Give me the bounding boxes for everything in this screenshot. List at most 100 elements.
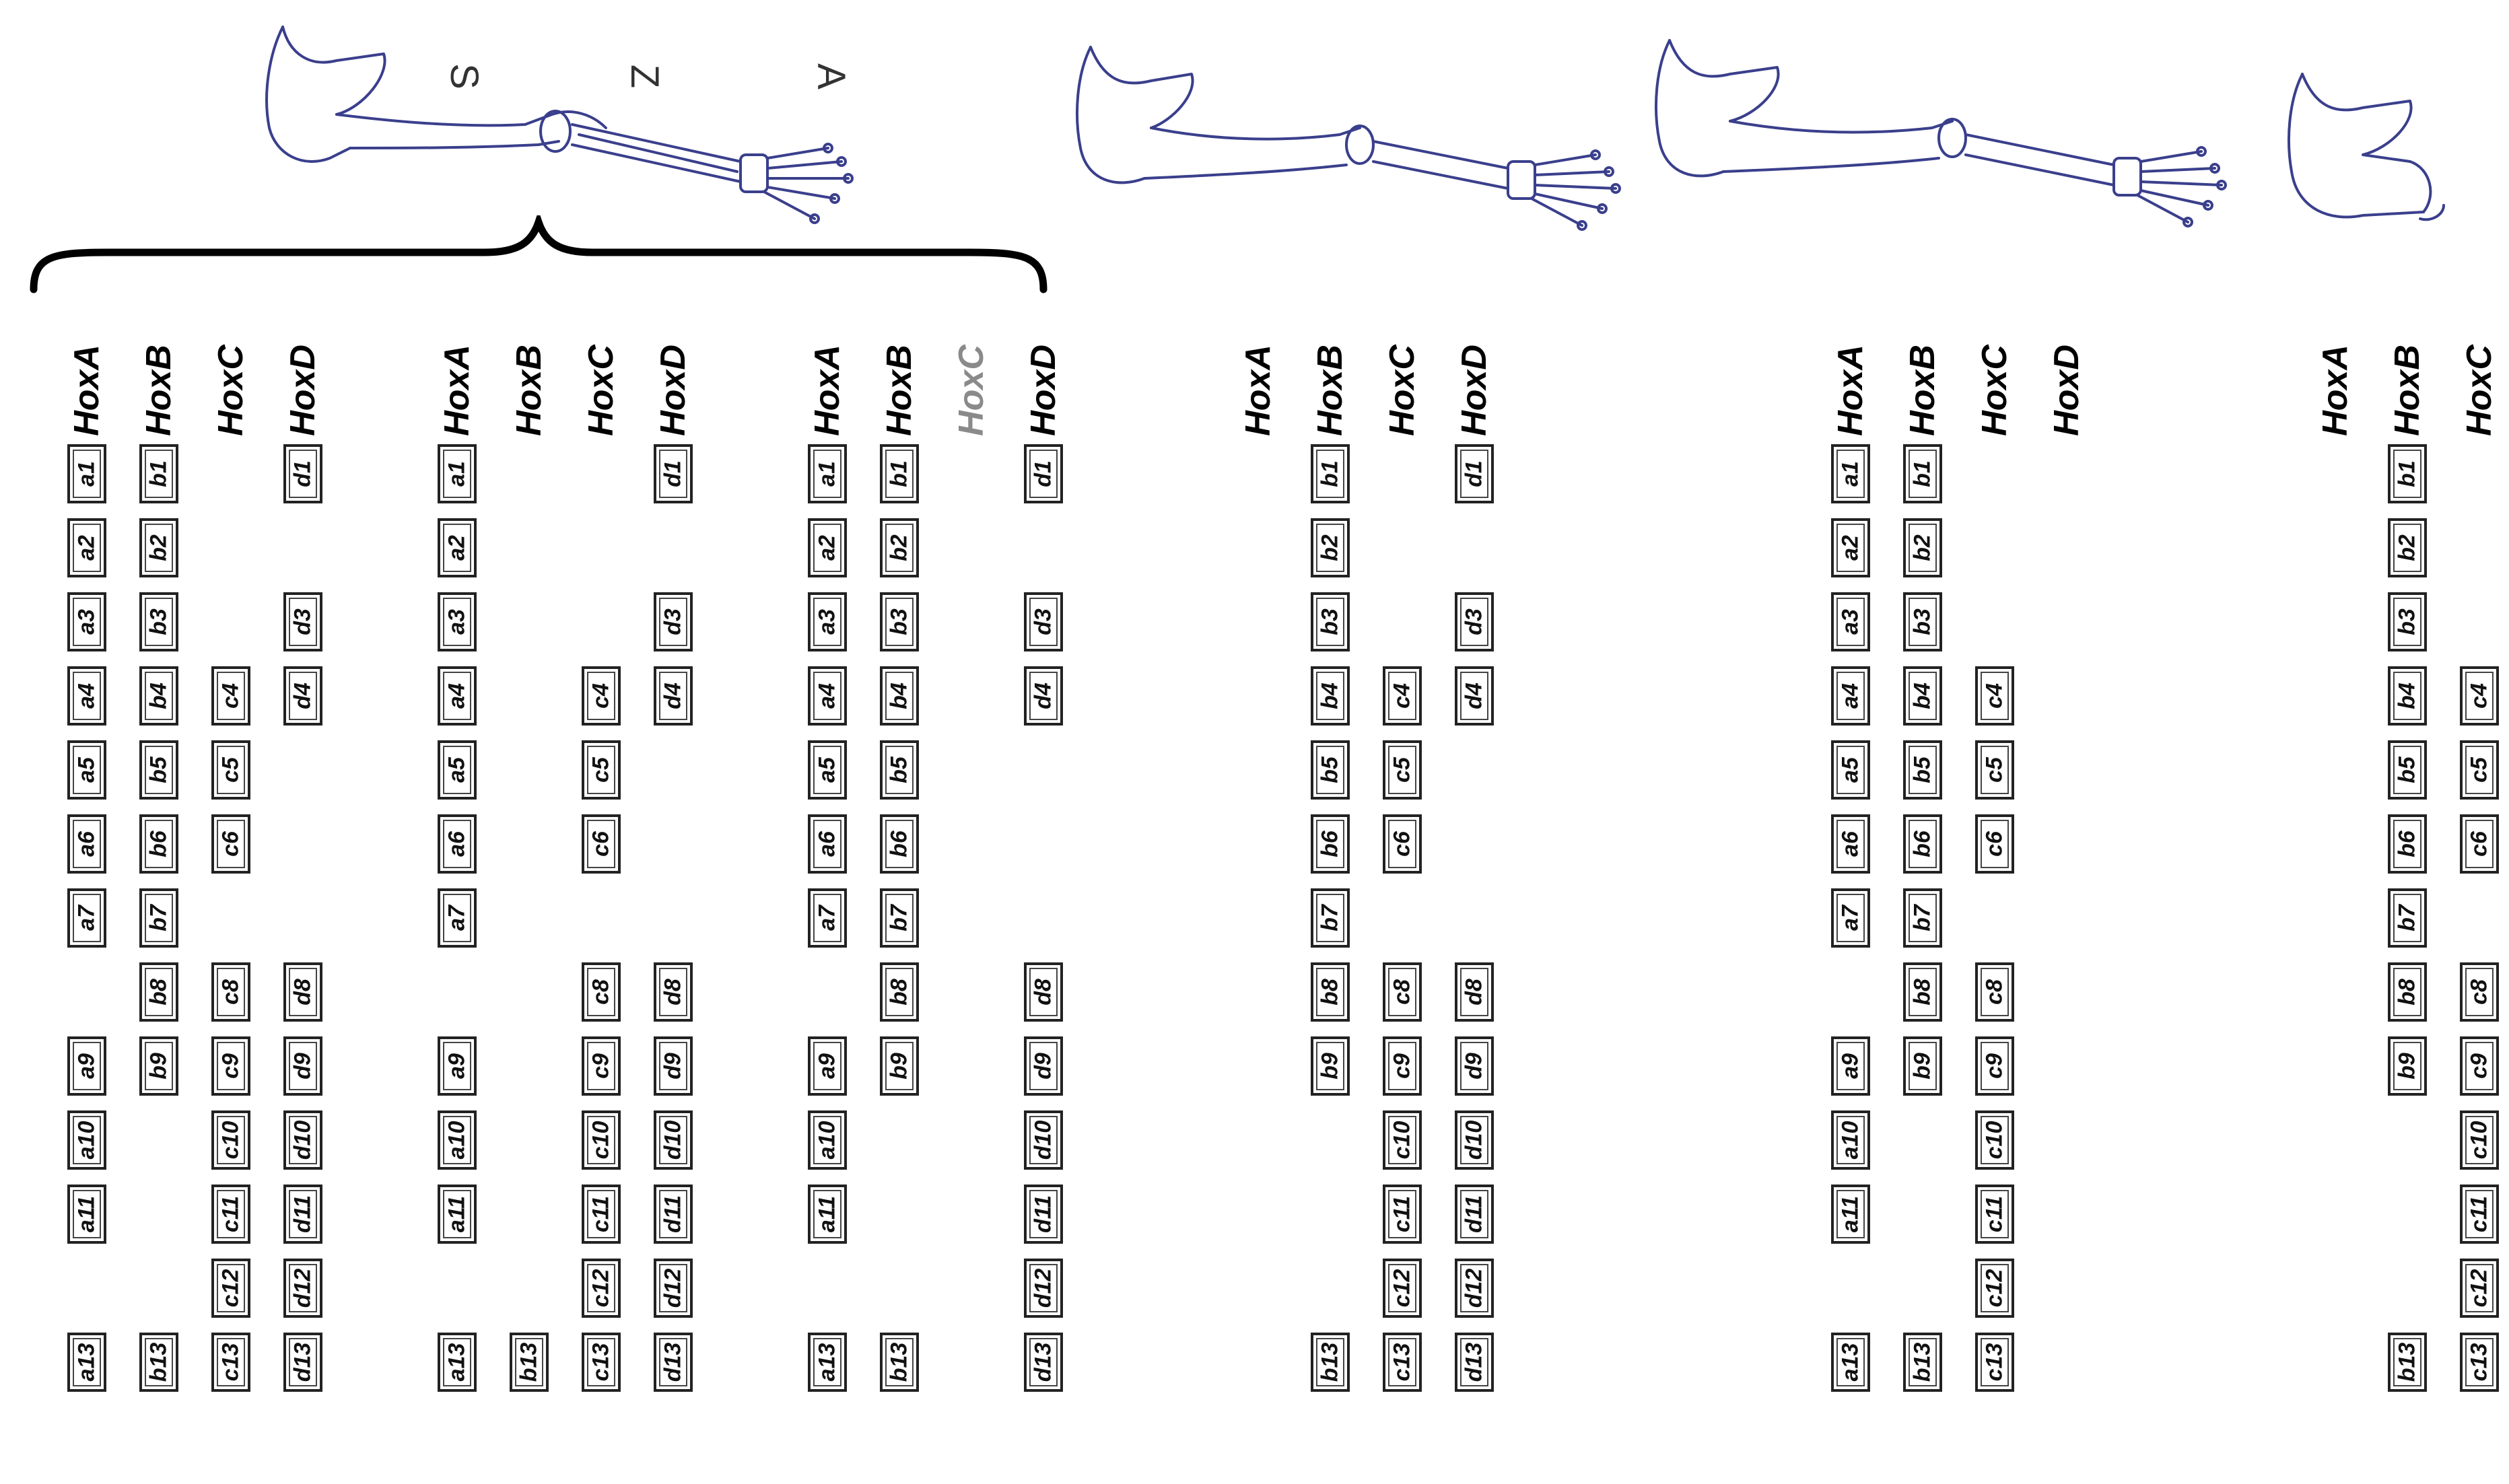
- cluster-label-hoxb: HoxB: [1903, 345, 1942, 436]
- cluster-label-hoxc: HoxC: [211, 345, 250, 436]
- cluster-label-hoxa: HoxA: [808, 345, 847, 436]
- hox-gene-label: b7: [2394, 905, 2420, 931]
- hox-gene-label: b3: [1909, 608, 1935, 635]
- hox-gene-label: a11: [73, 1195, 100, 1233]
- hox-gene-box: b7: [2388, 888, 2427, 948]
- hox-gene-box: b3: [1903, 592, 1942, 651]
- hox-gene-label: c13: [588, 1343, 614, 1382]
- hox-gene-box: c11: [1383, 1185, 1422, 1244]
- hox-gene-label: b5: [1317, 756, 1343, 783]
- hox-gene-box: d4: [654, 666, 693, 726]
- hox-gene-box: b1: [139, 444, 178, 503]
- hox-gene-label: d3: [1461, 608, 1487, 635]
- hox-gene-label: c11: [588, 1195, 614, 1233]
- hox-gene-label: a2: [444, 535, 470, 561]
- hox-gene-box: a1: [438, 444, 477, 503]
- hox-gene-box: a4: [438, 666, 477, 726]
- hox-gene-label: d3: [660, 608, 686, 635]
- hox-gene-box: b8: [880, 962, 919, 1022]
- hox-gene-label: a6: [444, 831, 470, 857]
- hox-gene-box: d9: [283, 1036, 322, 1096]
- hox-gene-label: a9: [1837, 1053, 1863, 1079]
- hox-gene-box: d9: [1455, 1036, 1494, 1096]
- hox-gene-box: d11: [283, 1185, 322, 1244]
- hox-gene-label: a10: [444, 1121, 470, 1160]
- hox-gene-label: a6: [814, 831, 840, 857]
- hox-gene-label: b9: [2394, 1053, 2420, 1080]
- hox-gene-label: d12: [660, 1268, 686, 1308]
- hox-gene-label: a11: [1837, 1195, 1863, 1233]
- hox-gene-label: d13: [1030, 1342, 1056, 1382]
- hox-gene-box: b7: [880, 888, 919, 948]
- hox-gene-label: c11: [1389, 1195, 1415, 1233]
- hox-gene-box: b13: [1903, 1333, 1942, 1392]
- hox-gene-box: a1: [808, 444, 847, 503]
- hox-gene-label: c8: [2466, 979, 2492, 1005]
- cluster-label-hoxa: HoxA: [2316, 345, 2355, 436]
- hox-gene-label: a3: [1837, 609, 1863, 635]
- hox-gene-label: c12: [1389, 1269, 1415, 1308]
- hox-gene-box: a6: [808, 814, 847, 874]
- hox-gene-box: d3: [654, 592, 693, 651]
- hox-gene-label: a7: [1837, 905, 1863, 931]
- hox-gene-box: d8: [1455, 962, 1494, 1022]
- hox-gene-box: a2: [438, 518, 477, 577]
- hox-gene-box: c6: [1383, 814, 1422, 874]
- segment-label-stylopod: S: [442, 63, 486, 90]
- hox-gene-label: b6: [886, 831, 912, 857]
- hox-gene-box: b13: [139, 1333, 178, 1392]
- cluster-label-hoxc: HoxC: [1383, 345, 1422, 436]
- hox-gene-box: c6: [211, 814, 250, 874]
- hox-gene-box: a7: [1831, 888, 1870, 948]
- hox-gene-box: b5: [139, 740, 178, 800]
- hox-gene-box: d4: [1455, 666, 1494, 726]
- hox-gene-label: c8: [217, 979, 244, 1005]
- hox-gene-label: b4: [1909, 682, 1935, 709]
- hox-gene-box: c13: [1975, 1333, 2014, 1392]
- hox-gene-box: a13: [67, 1333, 106, 1392]
- hox-gene-label: a13: [1837, 1343, 1863, 1382]
- hox-gene-box: a2: [808, 518, 847, 577]
- hox-gene-label: c11: [217, 1195, 244, 1233]
- hox-gene-box: d9: [654, 1036, 693, 1096]
- hox-gene-box: c9: [2460, 1036, 2499, 1096]
- hox-gene-label: a9: [73, 1053, 100, 1079]
- hox-gene-label: a5: [73, 757, 100, 783]
- hox-gene-label: b9: [886, 1053, 912, 1080]
- hox-gene-box: a7: [808, 888, 847, 948]
- hox-gene-label: a3: [444, 609, 470, 635]
- limb-illustration-3: [1655, 39, 2227, 227]
- hox-gene-label: d3: [1030, 608, 1056, 635]
- hox-gene-label: a3: [814, 609, 840, 635]
- hox-gene-label: a4: [73, 683, 100, 709]
- hox-gene-box: c8: [582, 962, 621, 1022]
- hox-gene-label: d12: [1030, 1268, 1056, 1308]
- hox-gene-label: b7: [1909, 905, 1935, 931]
- hox-gene-label: b1: [1317, 460, 1343, 487]
- hox-gene-box: a13: [808, 1333, 847, 1392]
- hox-gene-label: d3: [289, 608, 316, 635]
- hox-gene-label: c10: [1981, 1121, 2007, 1160]
- hox-gene-label: c13: [2466, 1343, 2492, 1382]
- hox-gene-box: b2: [1903, 518, 1942, 577]
- hox-gene-label: a1: [1837, 461, 1863, 487]
- hox-gene-box: b5: [1311, 740, 1350, 800]
- hox-gene-box: a1: [1831, 444, 1870, 503]
- hox-gene-label: b3: [145, 608, 172, 635]
- hox-gene-box: a10: [67, 1110, 106, 1170]
- hox-gene-box: d10: [283, 1110, 322, 1170]
- hox-gene-label: a13: [814, 1343, 840, 1382]
- hox-gene-label: b6: [2394, 831, 2420, 857]
- hox-gene-box: c12: [211, 1259, 250, 1318]
- hox-gene-box: d1: [1024, 444, 1063, 503]
- hox-gene-label: d8: [289, 979, 316, 1005]
- hox-gene-box: c6: [1975, 814, 2014, 874]
- hox-gene-box: a3: [1831, 592, 1870, 651]
- hox-gene-label: c8: [1981, 979, 2007, 1005]
- hox-gene-label: c5: [1981, 757, 2007, 783]
- hox-gene-label: d13: [289, 1342, 316, 1382]
- hox-gene-box: d8: [283, 962, 322, 1022]
- hox-gene-label: d9: [289, 1053, 316, 1080]
- hox-gene-label: b9: [1909, 1053, 1935, 1080]
